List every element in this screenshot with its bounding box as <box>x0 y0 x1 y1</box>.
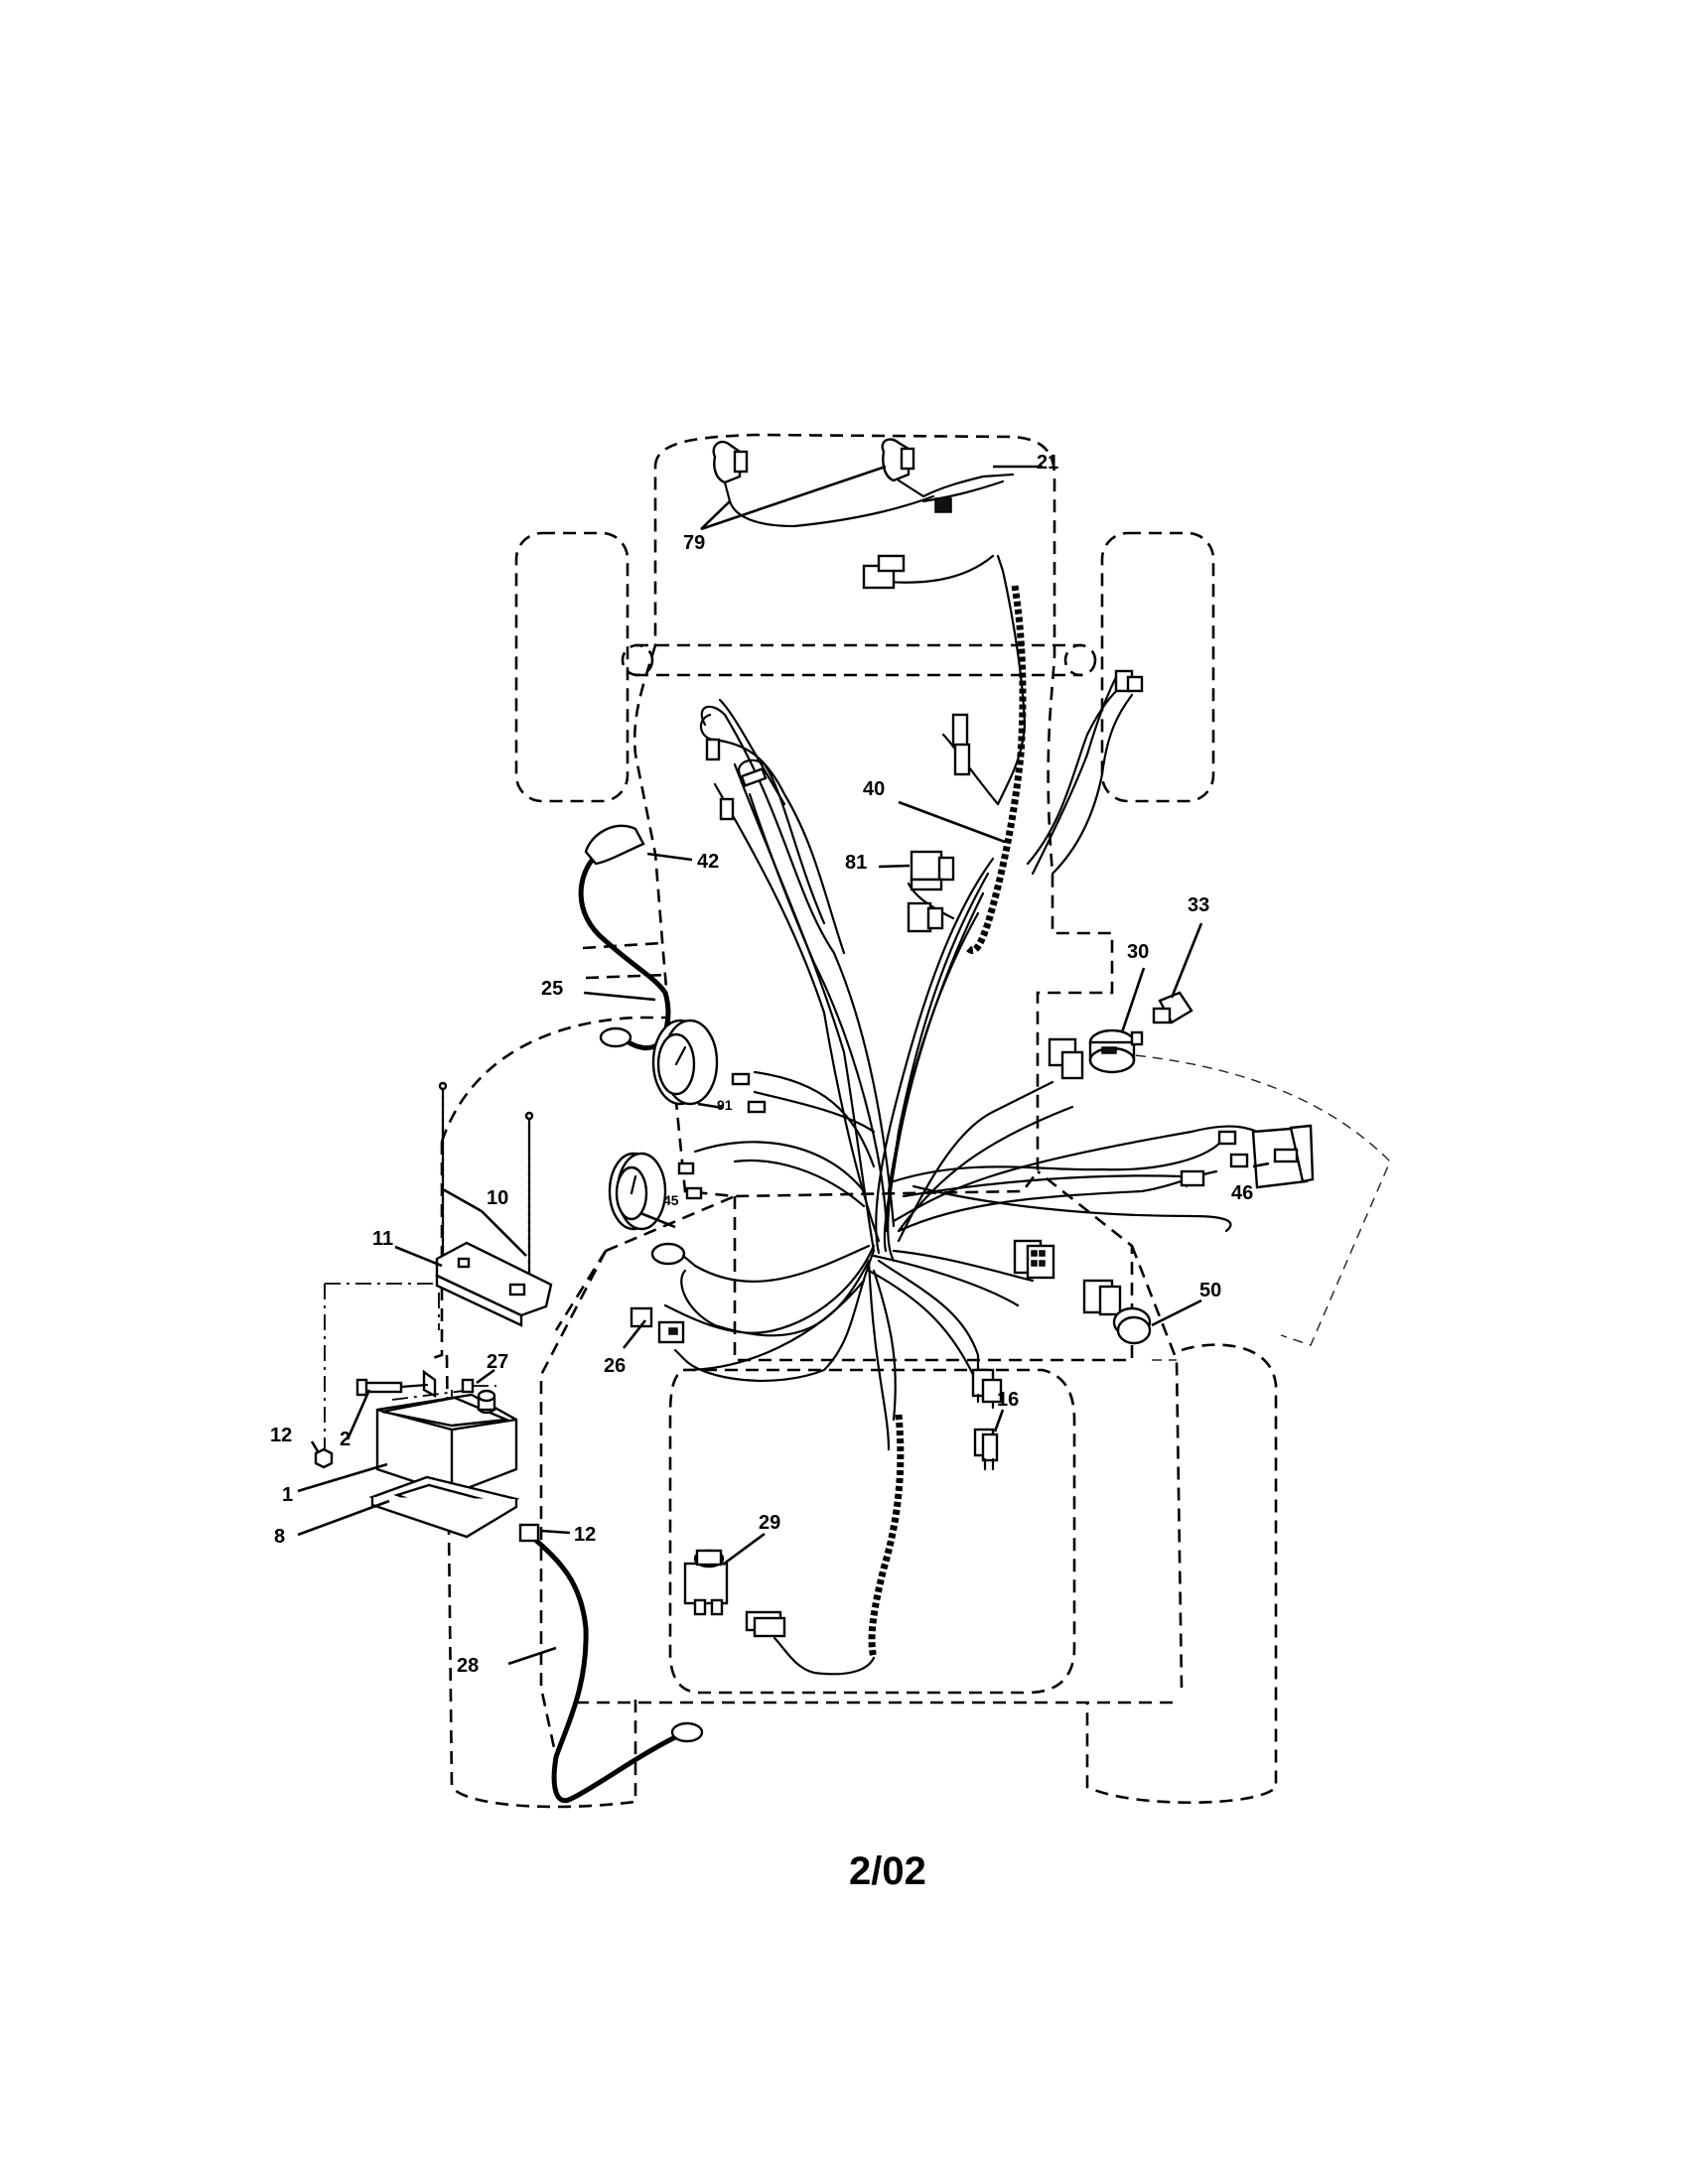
battery <box>375 1389 518 1496</box>
headlight-right <box>881 438 925 498</box>
rear-right-wheel <box>1085 1343 1278 1805</box>
callout-12-left: 12 <box>270 1425 292 1446</box>
headlight-left <box>712 440 749 503</box>
callout-8: 8 <box>274 1526 285 1548</box>
front-right-wheel <box>1100 531 1215 803</box>
upper-coil <box>965 585 1027 954</box>
spade-terminals-upper <box>705 738 768 821</box>
rear-left-wheel <box>445 1354 637 1809</box>
front-left-wheel <box>514 531 630 803</box>
callout-25: 25 <box>541 978 563 1000</box>
callout-33: 33 <box>1188 894 1209 916</box>
nut-12-left <box>314 1447 334 1469</box>
callout-42: 42 <box>697 851 719 873</box>
gauge-45 <box>608 1152 703 1231</box>
callouts: 21 79 40 81 42 25 33 30 91 10 11 45 46 5… <box>270 452 1253 1677</box>
positive-cable <box>578 824 671 1051</box>
negative-cable <box>518 1523 704 1804</box>
ground-ring-terminal <box>650 1242 697 1268</box>
callout-29: 29 <box>759 1512 780 1534</box>
hour-meter-91 <box>651 1019 767 1114</box>
rear-fender-right <box>1101 1051 1391 1361</box>
hood-outline <box>632 433 1114 1198</box>
battery-hold-down-rods <box>438 1081 534 1283</box>
callout-40: 40 <box>863 778 885 800</box>
terminal-nut-27 <box>461 1378 496 1394</box>
axle-pivot-left <box>621 643 654 677</box>
callout-27: 27 <box>487 1351 508 1373</box>
solenoid-plug <box>745 1610 786 1638</box>
switch-harness-connector <box>1048 1037 1084 1080</box>
callout-79: 79 <box>683 532 705 554</box>
callout-21: 21 <box>1037 452 1058 474</box>
ignition-switch <box>1088 1028 1144 1074</box>
tractor-outline <box>426 433 1391 1809</box>
terminal-bolt <box>355 1369 437 1399</box>
callout-45: 45 <box>663 1192 679 1208</box>
front-harness-connector <box>862 497 952 590</box>
callout-50: 50 <box>1199 1280 1221 1301</box>
callout-26: 26 <box>604 1355 626 1377</box>
page-revision-code: 2/02 <box>849 1849 926 1893</box>
callout-16: 16 <box>997 1389 1019 1411</box>
callout-12-right: 12 <box>574 1524 596 1546</box>
battery-hold-down-bracket <box>435 1241 553 1327</box>
wire-harness <box>663 473 1268 1451</box>
meter-connectors <box>1180 1130 1249 1187</box>
relay <box>910 850 955 891</box>
callout-91: 91 <box>717 1097 733 1113</box>
mower-deck-mark <box>582 941 668 980</box>
callout-81: 81 <box>845 852 867 874</box>
axle-pivot-right <box>1063 643 1097 677</box>
coil-connectors <box>951 669 1144 776</box>
leader-lines <box>297 465 1270 1666</box>
seat-switch-plug <box>971 1368 1003 1410</box>
hour-meter-46 <box>1251 1124 1315 1189</box>
lower-coil <box>868 1414 905 1659</box>
dash-console-outline <box>605 1169 1134 1362</box>
front-axle-outline <box>635 643 1082 677</box>
callout-28: 28 <box>457 1655 479 1677</box>
rear-plug-16 <box>973 1428 999 1471</box>
callout-1: 1 <box>282 1484 293 1506</box>
callout-30: 30 <box>1127 941 1149 963</box>
pto-switch <box>1082 1279 1152 1345</box>
callout-46: 46 <box>1231 1182 1253 1204</box>
fuse-connector-26 <box>630 1306 685 1344</box>
callout-2: 2 <box>340 1429 351 1450</box>
solenoid <box>683 1549 729 1616</box>
harness-plug-upper <box>907 901 944 933</box>
battery-tray <box>368 1475 520 1539</box>
nine-pin-plug <box>1013 1239 1055 1280</box>
callout-10: 10 <box>487 1187 508 1209</box>
seat-outline <box>668 1368 1076 1695</box>
callout-11: 11 <box>372 1228 393 1250</box>
rear-body-outline <box>554 1245 1184 1705</box>
coiled-sleeves <box>772 585 1027 1676</box>
